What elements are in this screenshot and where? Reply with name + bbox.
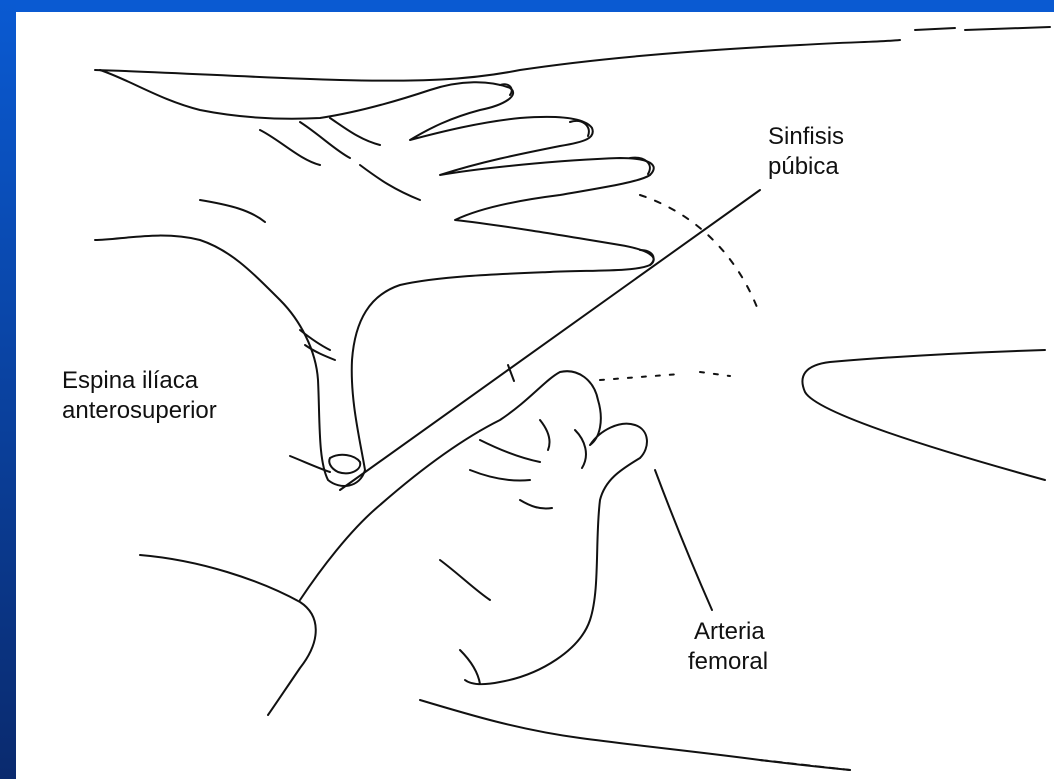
- body-contour-top-dash: [915, 27, 1050, 30]
- dashed-mid: [600, 372, 730, 380]
- leader-arteria: [655, 470, 712, 610]
- lower-hand-fingers: [470, 420, 586, 481]
- right-thigh-outline: [802, 350, 1045, 480]
- label-espina-line2: anterosuperior: [62, 396, 217, 426]
- wrist-creases: [300, 330, 335, 360]
- thigh-contour-left: [140, 555, 316, 715]
- label-espina-iliaca: Espina ilíaca anterosuperior: [62, 366, 217, 426]
- lower-hand-outline: [300, 371, 647, 684]
- label-sinfisis-line2: púbica: [768, 152, 844, 182]
- thumb-nail: [329, 455, 360, 473]
- body-contour-top: [95, 40, 900, 81]
- label-sinfisis-line1: Sinfisis: [768, 122, 844, 152]
- lower-hand-knuckles: [440, 500, 552, 684]
- thigh-contour-bottom: [420, 700, 850, 770]
- leader-espina: [290, 456, 330, 472]
- label-arteria-femoral: Arteria femoral: [688, 617, 768, 677]
- label-arteria-line2: femoral: [688, 647, 768, 677]
- thigh-contour-bottom-dash: [760, 760, 850, 770]
- upper-hand-knuckles: [200, 118, 420, 222]
- label-espina-line1: Espina ilíaca: [62, 366, 217, 396]
- dashed-arc: [640, 195, 760, 315]
- label-arteria-line1: Arteria: [688, 617, 768, 647]
- label-sinfisis-pubica: Sinfisis púbica: [768, 122, 844, 182]
